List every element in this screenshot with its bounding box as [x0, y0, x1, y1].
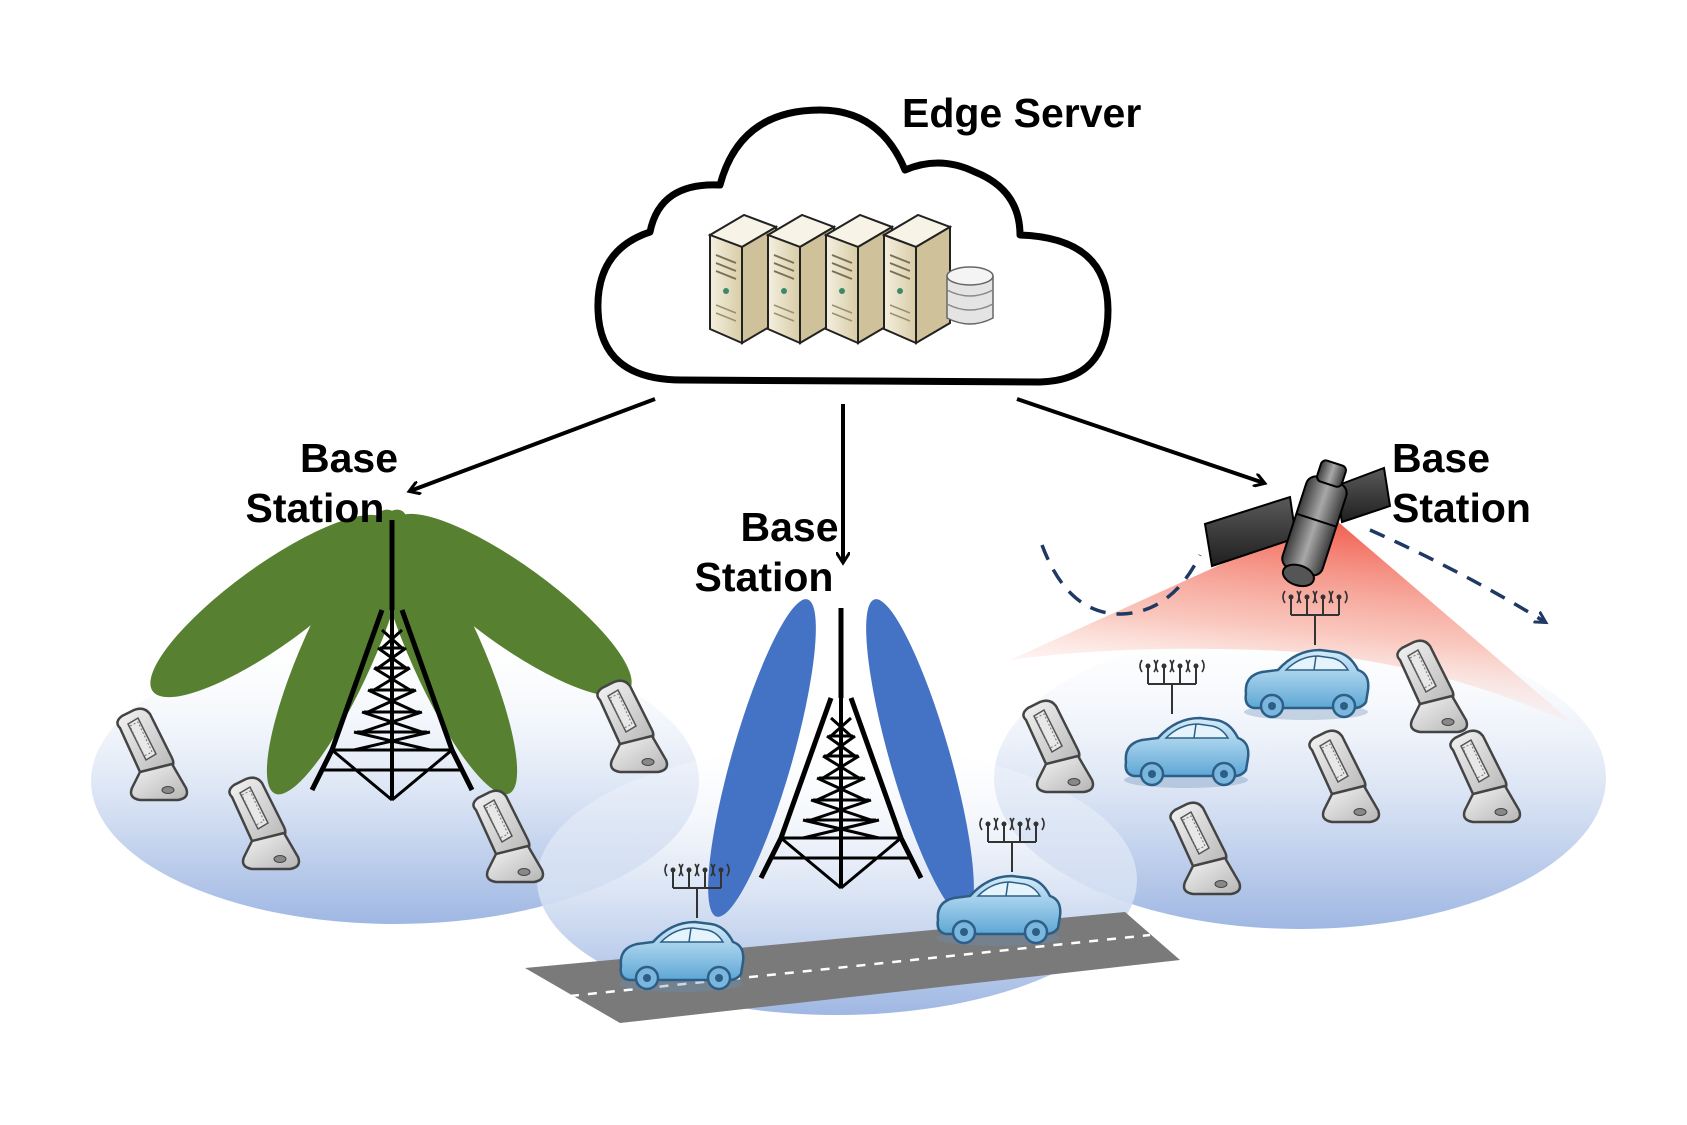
satellite-trajectory [1040, 528, 1545, 622]
arrow-to-satellite [1016, 397, 1264, 483]
base-station-label-line2: Station [1392, 485, 1531, 532]
arrow-to-left-station [410, 397, 656, 491]
left-beams [150, 509, 632, 795]
base-station-label-line1: Base [1392, 435, 1491, 481]
middle-beams [708, 599, 974, 917]
base-station-label-line1: Base [740, 504, 839, 550]
base-station-label-left: Base Station [214, 433, 424, 533]
database-icon [946, 266, 994, 325]
satellite-icon [1203, 459, 1392, 588]
base-station-label-line2: Station [245, 485, 385, 532]
connection-arrows [410, 397, 1264, 562]
server-icon [709, 214, 951, 344]
edge-server-label: Edge Server [902, 90, 1142, 136]
base-station-label-right: Base Station [1392, 433, 1531, 533]
base-station-label-line1: Base [299, 435, 398, 481]
base-station-label-middle: Base Station [662, 502, 872, 602]
base-station-label-line2: Station [694, 554, 834, 601]
